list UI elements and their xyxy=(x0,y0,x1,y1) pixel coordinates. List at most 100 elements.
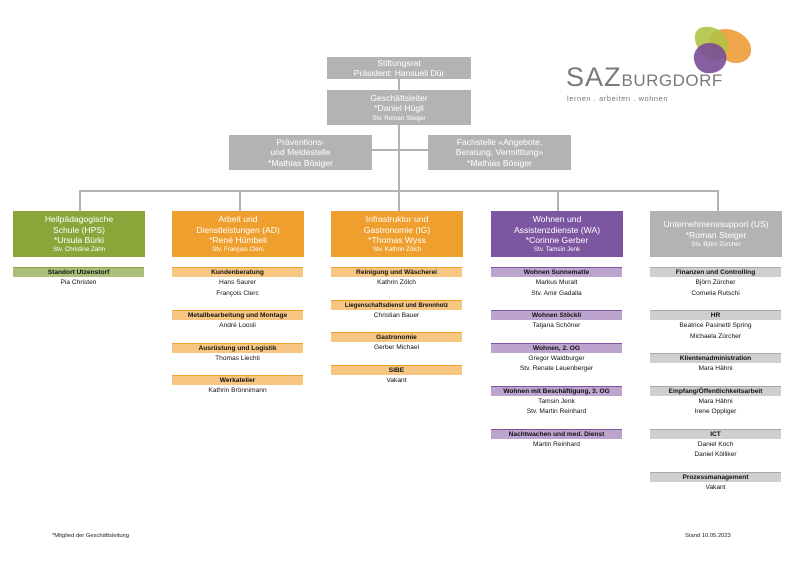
geschaeftsleiter-box: Geschäftsleiter *Daniel Hügli Stv. Roman… xyxy=(327,90,471,125)
group-header: Nachtwachen und med. Dienst xyxy=(491,428,622,439)
division-title-line2: Schule (HPS) xyxy=(52,224,106,235)
division-head: *Ursula Bürki xyxy=(53,234,105,245)
division-title-line2: Dienstleistungen (AD) xyxy=(196,224,280,235)
division-head: *Roman Steiger xyxy=(685,229,747,240)
division-head: *Thomas Wyss xyxy=(368,234,426,245)
praevention-box: Präventions- und Meldestelle *Mathias Bö… xyxy=(229,135,372,170)
connector-main-vertical xyxy=(398,78,400,191)
footer-note: *Mitglied der Geschäftsleitung xyxy=(52,533,130,539)
division-deputy: Stv. Tamsin Jenk xyxy=(533,246,581,254)
praevention-name: *Mathias Bösiger xyxy=(268,157,333,168)
column-wa: Wohnen Sunnematte Markus Muralt Stv. Ami… xyxy=(491,267,622,450)
group-header: Wohnen mit Beschäftigung, 3. OG xyxy=(491,385,622,396)
geschaeftsleiter-deputy: Stv. Roman Steiger xyxy=(372,114,426,122)
division-box-hps: Heilpädagogische Schule (HPS) *Ursula Bü… xyxy=(13,211,145,257)
group-member: Kathrin Brönnimann xyxy=(208,387,267,394)
division-box-ig: Infrastruktur und Gastronomie (IG) *Thom… xyxy=(331,211,463,257)
division-box-ad: Arbeit und Dienstleistungen (AD) *René H… xyxy=(172,211,304,257)
fachstelle-name: *Mathias Bösiger xyxy=(467,157,532,168)
logo-leaf-purple xyxy=(693,42,727,74)
group-member: Mara Hähni xyxy=(698,397,733,405)
group-member: Daniel Koch xyxy=(697,440,734,448)
stiftungsrat-box: Stiftungsrat Präsident: Hansueli Dür xyxy=(327,57,471,79)
group-member: Stv. Amir Gadalla xyxy=(531,289,582,297)
division-head: *Corinne Gerber xyxy=(525,234,589,245)
group-member: Pia Christen xyxy=(60,279,97,286)
group-member: Beatrice Pasinetti Spring xyxy=(679,322,752,329)
group-member: Mara Hähni xyxy=(698,365,733,372)
stiftungsrat-title: Stiftungsrat xyxy=(377,57,421,68)
group-member: Stv. Martin Reinhard xyxy=(526,408,587,415)
logo-wordmark: SAZBURGDORF xyxy=(566,62,723,93)
geschaeftsleiter-title: Geschäftsleiter xyxy=(370,92,428,103)
division-title-line1: Infrastruktur und xyxy=(365,214,429,225)
division-deputy: Stv. François Clerc xyxy=(212,246,264,254)
group-header: Wohnen, 2. OG xyxy=(491,342,622,353)
group-header: Gastronomie xyxy=(331,332,462,342)
group-header: Finanzen und Controlling xyxy=(650,267,781,277)
group-member: Björn Zürcher xyxy=(695,279,736,286)
logo-tagline: lernen . arbeiten . wohnen xyxy=(567,94,669,103)
division-title-line2: Assistenzdienste (WA) xyxy=(513,224,601,235)
fachstelle-box: Fachstelle «Angebote, Beratung, Vermittl… xyxy=(428,135,571,170)
group-header: Empfang/Öffentlichkeitsarbeit xyxy=(650,385,781,396)
group-member: Gerber Michael xyxy=(373,344,420,351)
group-header: Metallbearbeitung und Montage xyxy=(172,310,303,320)
praevention-line2: und Meldestelle xyxy=(270,147,331,158)
division-title-line1: Heilpädagogische xyxy=(44,214,114,225)
group-header: HR xyxy=(650,310,781,320)
group-member: Gregor Waldburger xyxy=(528,354,585,362)
division-deputy: Stv. Kathrin Zölch xyxy=(372,246,422,254)
group-header: ICT xyxy=(650,428,781,439)
group-header: Ausrüstung und Logistik xyxy=(172,342,303,353)
logo-burgdorf: BURGDORF xyxy=(621,71,723,90)
group-member: François Clerc xyxy=(216,289,259,297)
column-hps: Standort Utzenstorf Pia Christen xyxy=(13,267,144,289)
fachstelle-line2: Beratung, Vermittlung» xyxy=(455,147,544,158)
group-member: Markus Muralt xyxy=(535,279,578,286)
group-header: Reinigung und Wäscherei xyxy=(331,267,462,277)
fachstelle-line1: Fachstelle «Angebote, xyxy=(456,137,543,148)
column-ad: Kundenberatung Hans Saurer François Cler… xyxy=(172,267,303,397)
connector-staff-horizontal xyxy=(372,149,428,151)
division-box-wa: Wohnen und Assistenzdienste (WA) *Corinn… xyxy=(491,211,623,257)
division-title-line1: Arbeit und xyxy=(218,214,258,225)
division-title-line2: Gastronomie (IG) xyxy=(363,224,431,235)
group-member: Cornelia Rutschi xyxy=(691,289,740,297)
division-box-us: Unternehmenssupport (US) *Roman Steiger … xyxy=(650,211,782,257)
column-us: Finanzen und Controlling Björn Zürcher C… xyxy=(650,267,781,493)
connector-drop-ad xyxy=(239,190,241,211)
group-member: Stv. Renate Leuenberger xyxy=(519,365,594,372)
group-header: SIBE xyxy=(331,364,462,375)
connector-drop-wa xyxy=(557,190,559,211)
footer-stand: Stand 10.05.2023 xyxy=(685,533,731,539)
group-header: Prozessmanagement xyxy=(650,471,781,482)
group-member: Tamsin Jenk xyxy=(538,397,575,405)
division-title-line1: Wohnen und xyxy=(532,214,582,225)
connector-drop-ig xyxy=(398,190,400,211)
division-title-line1: Unternehmenssupport (US) xyxy=(663,219,769,230)
group-header: Liegenschaftsdienst und Brennholz xyxy=(331,299,462,310)
group-member: Vakant xyxy=(705,483,726,491)
logo-saz: SAZ xyxy=(566,62,622,92)
group-member: Michaela Zürcher xyxy=(690,332,741,340)
connector-drop-hps xyxy=(79,190,81,211)
praevention-line1: Präventions- xyxy=(276,137,325,148)
group-header: Wohnen Sunnematte xyxy=(491,267,622,277)
geschaeftsleiter-name: *Daniel Hügli xyxy=(374,103,424,114)
stiftungsrat-president: Präsident: Hansueli Dür xyxy=(353,68,445,78)
group-header: Kundenberatung xyxy=(172,267,303,277)
group-member: Hans Saurer xyxy=(218,279,257,286)
connector-drop-us xyxy=(717,190,719,211)
column-ig: Reinigung und Wäscherei Kathrin Zölch Li… xyxy=(331,267,462,386)
saz-logo-shapes xyxy=(693,26,752,74)
group-member: Daniel Kölliker xyxy=(694,451,737,458)
division-deputy: Stv. Björn Zürcher xyxy=(691,241,741,249)
group-member: Christian Bauer xyxy=(373,311,420,319)
division-deputy: Stv. Christine Zahn xyxy=(52,246,106,254)
group-header: Klientenadministration xyxy=(650,353,781,363)
group-member: Vakant xyxy=(386,376,407,384)
group-member: Irene Oppliger xyxy=(694,408,737,415)
group-member: André Loosli xyxy=(219,322,256,329)
group-member: Thomas Liechti xyxy=(215,354,260,362)
